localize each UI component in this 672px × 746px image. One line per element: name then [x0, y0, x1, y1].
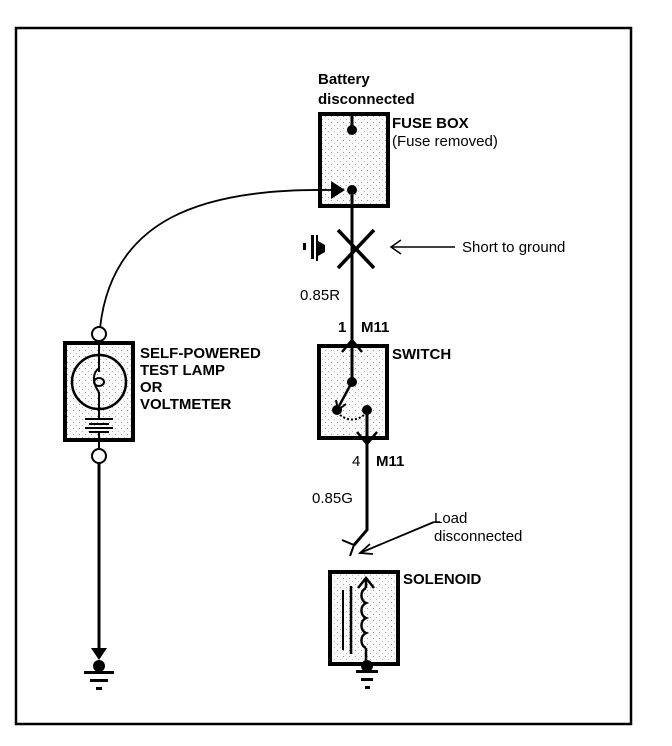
switch-pin-top-number: 1: [338, 319, 346, 336]
short-arrow: [389, 239, 455, 255]
battery-note-line2: disconnected: [318, 91, 415, 108]
switch-title: SWITCH: [392, 346, 451, 363]
tester-top-terminal-icon: [91, 326, 107, 342]
tester-label-line4: VOLTMETER: [140, 396, 232, 413]
solenoid-ground-icon: [356, 670, 378, 689]
fuse-box: [318, 112, 390, 208]
fuse-top-terminal: [347, 125, 357, 135]
fuse-bottom-terminal: [347, 185, 357, 195]
switch-contact-left: [332, 405, 342, 415]
tester-label-line1: SELF-POWERED: [140, 345, 261, 362]
switch-pin-bottom-connector: M11: [376, 453, 404, 470]
short-to-ground-mark: [336, 228, 376, 270]
load-arrow: [357, 521, 440, 555]
load-note-line1: Load: [434, 510, 467, 527]
test-lead-curve: [99, 189, 332, 329]
switch-pin-top-connector: M11: [361, 319, 389, 336]
wire-label-upper: 0.85R: [300, 287, 340, 304]
tester-ground-icon: [84, 648, 114, 690]
tester-bottom-terminal-icon: [91, 448, 107, 464]
battery-note-line1: Battery: [318, 71, 370, 88]
switch: [317, 338, 389, 446]
solenoid-title: SOLENOID: [403, 571, 482, 588]
fuse-box-title: FUSE BOX: [392, 115, 469, 132]
ground-short-icon: [303, 235, 325, 261]
test-lamp: [63, 326, 135, 464]
fuse-box-subtitle: (Fuse removed): [392, 133, 498, 150]
ground-probe-arrow-icon: [91, 648, 107, 660]
switch-pin-bottom-number: 4: [352, 453, 360, 470]
load-note-line2: disconnected: [434, 528, 522, 545]
tester-label-line2: TEST LAMP: [140, 362, 225, 379]
wire-label-lower: 0.85G: [312, 490, 353, 507]
tester-label-line3: OR: [140, 379, 163, 396]
short-to-ground-label: Short to ground: [462, 239, 565, 256]
disconnected-connector-icon: [341, 539, 355, 557]
solenoid: [328, 570, 400, 672]
